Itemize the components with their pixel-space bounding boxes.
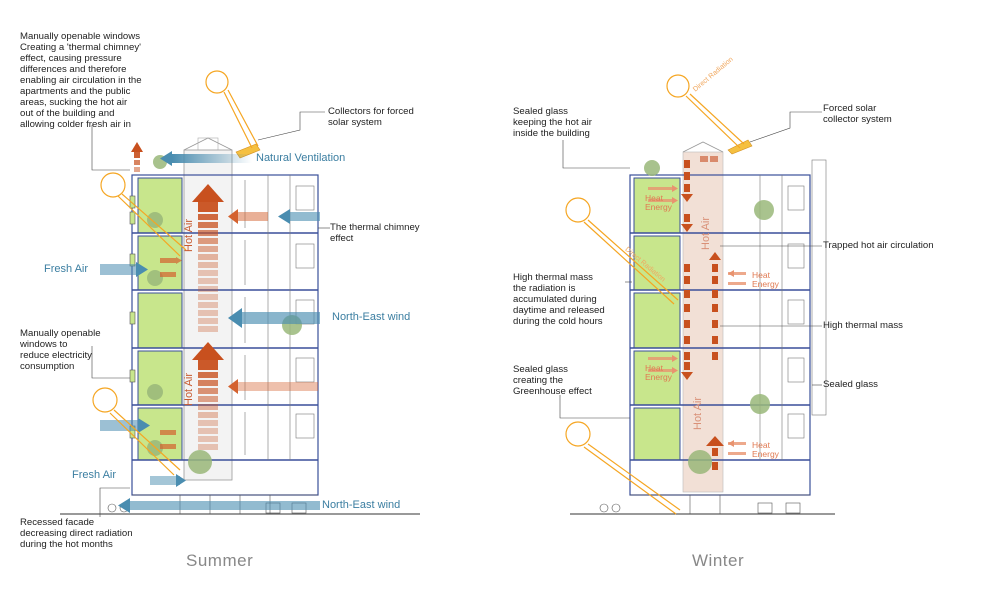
winter-building xyxy=(570,139,835,515)
winter-greenhouse-note: Sealed glass creating the Greenhouse eff… xyxy=(513,364,592,397)
summer-wind-arrows xyxy=(100,151,320,513)
winter-leader-lines xyxy=(559,111,822,419)
heat-energy-label-4: Heat Energy xyxy=(752,440,779,459)
winter-thermal-mass-right-note: High thermal mass xyxy=(823,320,903,331)
winter-thermal-mass-left-note: High thermal mass the radiation is accum… xyxy=(513,272,605,327)
winter-heat-arrows xyxy=(648,185,746,455)
natural-ventilation-label: Natural Ventilation xyxy=(256,152,346,164)
summer-collectors-note: Collectors for forced solar system xyxy=(328,106,414,128)
heat-energy-label-1: Heat Energy xyxy=(645,193,672,212)
winter-hot-air-label-2: Hot Air xyxy=(692,396,704,430)
summer-title: Summer xyxy=(186,551,254,570)
fresh-air-label-2: Fresh Air xyxy=(72,469,117,481)
winter-title: Winter xyxy=(692,551,745,570)
summer-hot-air-arrows xyxy=(131,142,224,450)
winter-green-balconies xyxy=(633,177,681,461)
winter-hot-air-label-1: Hot Air xyxy=(700,216,712,250)
north-east-wind-label-1: North-East wind xyxy=(332,311,411,323)
winter-hot-air-arrows xyxy=(681,156,724,470)
summer-chimney-note: The thermal chimney effect xyxy=(330,222,420,244)
summer-windows-note: Manually openable windows Creating a 'th… xyxy=(20,31,142,130)
winter-sealed-right-note: Sealed glass xyxy=(823,379,878,390)
winter-sun-icons xyxy=(565,74,745,515)
winter-forced-solar-note: Forced solar collector system xyxy=(823,103,892,125)
fresh-air-label-1: Fresh Air xyxy=(44,263,89,275)
winter-trapped-note: Trapped hot air circulation xyxy=(823,240,934,251)
heat-energy-label-2: Heat Energy xyxy=(752,270,779,289)
heat-energy-label-3: Heat Energy xyxy=(645,363,672,382)
north-east-wind-label-2: North-East wind xyxy=(322,499,401,511)
summer-hot-air-label-2: Hot Air xyxy=(183,372,195,406)
summer-hot-air-label-1: Hot Air xyxy=(183,218,195,252)
summer-sun-icons xyxy=(92,70,259,476)
summer-recessed-note: Recessed facade decreasing direct radiat… xyxy=(20,517,133,550)
summer-leader-lines xyxy=(91,111,330,517)
summer-manual-windows-note: Manually openable windows to reduce elec… xyxy=(20,328,101,372)
winter-sealed-top-note: Sealed glass keeping the hot air inside … xyxy=(513,106,592,139)
